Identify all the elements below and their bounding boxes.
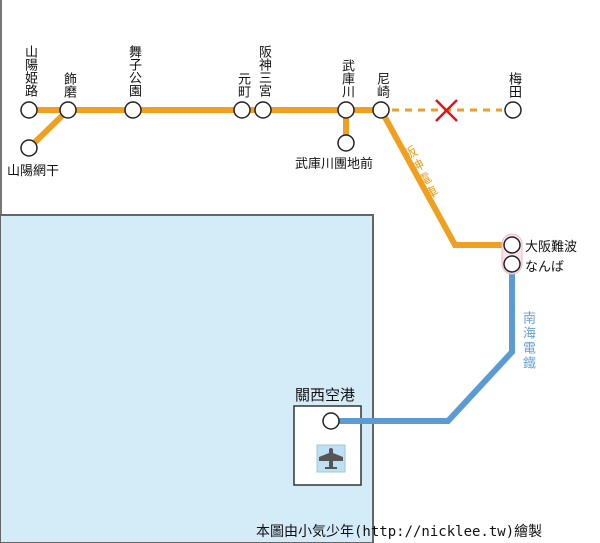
station-mukogawa[interactable] (337, 101, 355, 119)
station-motomachi[interactable] (233, 101, 251, 119)
nankai-line-label: 南海電鐵 (520, 311, 535, 371)
label-namba: なんば (525, 260, 565, 275)
station-namba[interactable] (503, 255, 521, 273)
station-sanyo-aboshi[interactable] (20, 139, 38, 157)
label-mukogawa-danchimae: 武庫川團地前 (295, 157, 374, 172)
sea-area (0, 214, 374, 543)
station-maiko-koen[interactable] (124, 101, 142, 119)
nankai-line (335, 268, 515, 424)
label-hanshin-sannomiya: 阪神三宮 (256, 45, 271, 97)
credit-footer: 本圖由小気少年(http://nicklee.tw)繪製 (256, 524, 543, 540)
station-mukogawa-danchimae[interactable] (337, 134, 355, 152)
label-osaka-namba: 大阪難波 (525, 240, 578, 255)
station-sanyo-himeji[interactable] (20, 101, 38, 119)
label-sanyo-aboshi: 山陽網干 (7, 164, 60, 179)
label-motomachi: 元町 (235, 72, 250, 98)
x-mark-icon (435, 99, 458, 122)
label-maiko-koen: 舞子公園 (126, 45, 141, 97)
station-kansai-airport[interactable] (322, 412, 340, 430)
station-shikama[interactable] (59, 101, 77, 119)
station-umeda[interactable] (504, 101, 522, 119)
label-amagasaki: 尼崎 (374, 72, 389, 98)
airplane-icon (316, 444, 346, 473)
station-osaka-namba[interactable] (503, 236, 521, 254)
label-umeda: 梅田 (506, 72, 521, 98)
label-shikama: 飾磨 (61, 72, 76, 98)
label-mukogawa: 武庫川 (339, 59, 354, 98)
station-amagasaki[interactable] (372, 101, 390, 119)
label-sanyo-himeji: 山陽姫路 (22, 45, 37, 97)
station-hanshin-sannomiya[interactable] (254, 101, 272, 119)
label-kansai-airport: 關西空港 (295, 386, 356, 404)
